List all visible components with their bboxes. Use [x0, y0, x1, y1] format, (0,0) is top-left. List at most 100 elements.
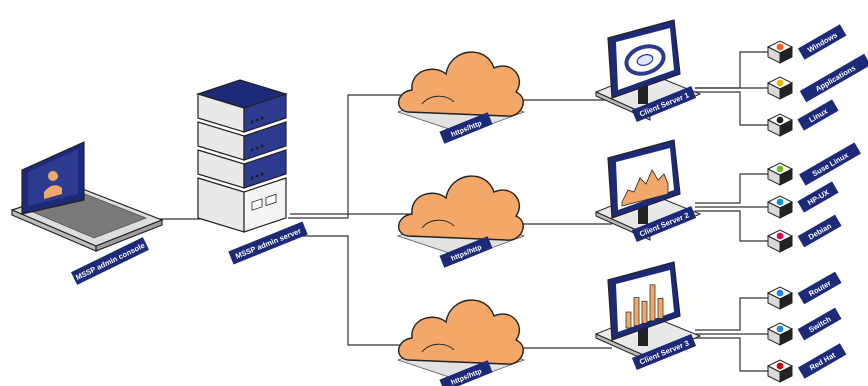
cloud-detail — [421, 219, 455, 229]
debian-icon — [776, 232, 784, 240]
system-label-tag: HP-UX — [797, 181, 839, 213]
system-label-bg — [797, 99, 839, 131]
system-router[interactable]: Router — [767, 271, 842, 310]
console-label-bg — [70, 237, 150, 285]
system-debian[interactable]: Debian — [767, 214, 842, 253]
system-label-bg — [797, 214, 842, 248]
cloud-label-bg — [439, 236, 493, 268]
client-monitor-2[interactable]: Client Server 2 — [594, 139, 702, 243]
clients-group: Client Server 1 Client Server 2 Client Ser… — [594, 19, 702, 371]
server-label-bg — [228, 221, 308, 265]
led-icon — [250, 148, 254, 152]
client-label-bg — [631, 85, 697, 123]
cloud-3[interactable]: https/http — [396, 299, 526, 386]
bar-mark — [633, 297, 640, 326]
led-icon — [255, 174, 259, 178]
linux-tux-icon — [776, 116, 784, 124]
rack-unit-2-side — [243, 121, 287, 161]
laptop-base-side — [95, 219, 163, 252]
cloud-label-bg — [439, 112, 493, 144]
rack-unit-3-side — [243, 149, 287, 189]
system-label-bg — [799, 53, 868, 103]
hp-icon — [776, 198, 784, 206]
system-label-tag: Router — [797, 271, 842, 305]
system-label-bg — [797, 181, 839, 213]
system-label-tag: Suse Linux — [799, 142, 861, 186]
system-windows[interactable]: Windows — [767, 24, 847, 64]
client-label-bg — [631, 205, 697, 243]
clouds-group: https/http https/http https/http — [396, 51, 526, 386]
wire-client2-debian — [695, 210, 768, 242]
client-label-bg — [631, 333, 697, 371]
monitor-neck — [638, 202, 648, 224]
switch-icon — [776, 325, 784, 333]
applications-icon — [776, 79, 784, 87]
system-label-tag: Red Hat — [797, 343, 847, 379]
suse-icon — [776, 165, 784, 173]
redhat-icon — [776, 362, 784, 370]
system-label-tag: Linux — [797, 99, 839, 131]
bar-mark — [649, 284, 656, 322]
wire-server-cloud-1 — [288, 94, 420, 219]
bar-chart-icon — [625, 284, 664, 329]
system-label-tag: Debian — [797, 214, 842, 248]
bar-mark — [641, 300, 648, 324]
system-switch[interactable]: Switch — [767, 307, 842, 346]
led-icon — [250, 120, 254, 124]
system-label-bg — [797, 343, 847, 379]
cloud-icon — [398, 175, 524, 241]
console-label: MSSP admin console — [74, 241, 146, 282]
cloud-detail — [421, 343, 455, 353]
cloud-icon — [398, 51, 524, 117]
bar-mark — [657, 298, 664, 319]
system-label-bg — [797, 271, 842, 305]
wire-client1-linux — [695, 91, 768, 126]
system-label-bg — [799, 142, 861, 186]
led-icon — [260, 116, 264, 120]
monitor-neck — [638, 324, 648, 346]
wire-client3-router — [695, 297, 768, 331]
cloud-label-bg — [439, 360, 493, 386]
drive-bay-icon — [265, 193, 277, 207]
wire-client1-windows — [695, 51, 768, 89]
led-icon — [260, 172, 264, 176]
led-icon — [255, 146, 259, 150]
wire-server-cloud-3 — [288, 235, 420, 346]
drive-bay-icon — [251, 198, 263, 211]
wire-client2-suse — [695, 173, 768, 204]
laptop-console[interactable] — [10, 141, 164, 252]
cloud-2[interactable]: https/http — [396, 175, 526, 268]
system-hp-ux[interactable]: HP-UX — [767, 181, 839, 219]
system-suse-linux[interactable]: Suse Linux — [767, 142, 861, 186]
system-label-bg — [797, 307, 842, 341]
system-label: Applications — [814, 63, 857, 93]
led-icon — [255, 118, 259, 122]
cloud-detail — [421, 95, 455, 105]
system-red-hat[interactable]: Red Hat — [767, 343, 847, 383]
ring-icon — [624, 44, 666, 76]
rack-unit-1-side — [243, 93, 287, 133]
user-avatar-icon — [44, 171, 62, 199]
router-icon — [776, 289, 784, 297]
server-rack[interactable] — [196, 79, 288, 233]
system-label-tag: Applications — [799, 53, 868, 103]
monitor-neck — [638, 82, 648, 104]
system-label-bg — [797, 24, 847, 60]
windows-icon — [776, 43, 784, 51]
client-monitor-1[interactable]: Client Server 1 — [594, 19, 702, 123]
system-linux[interactable]: Linux — [767, 99, 839, 137]
area-chart-icon — [621, 169, 669, 207]
system-label-tag: Switch — [797, 307, 842, 341]
cloud-1[interactable]: https/http — [396, 51, 526, 144]
wire-client3-redhat — [695, 337, 768, 372]
bar-mark — [625, 311, 632, 329]
rack-base-side — [243, 177, 287, 233]
system-label-tag: Windows — [797, 24, 847, 60]
cloud-icon — [398, 299, 524, 365]
led-icon — [260, 144, 264, 148]
client-monitor-3[interactable]: Client Server 3 — [594, 261, 702, 371]
led-icon — [250, 176, 254, 180]
